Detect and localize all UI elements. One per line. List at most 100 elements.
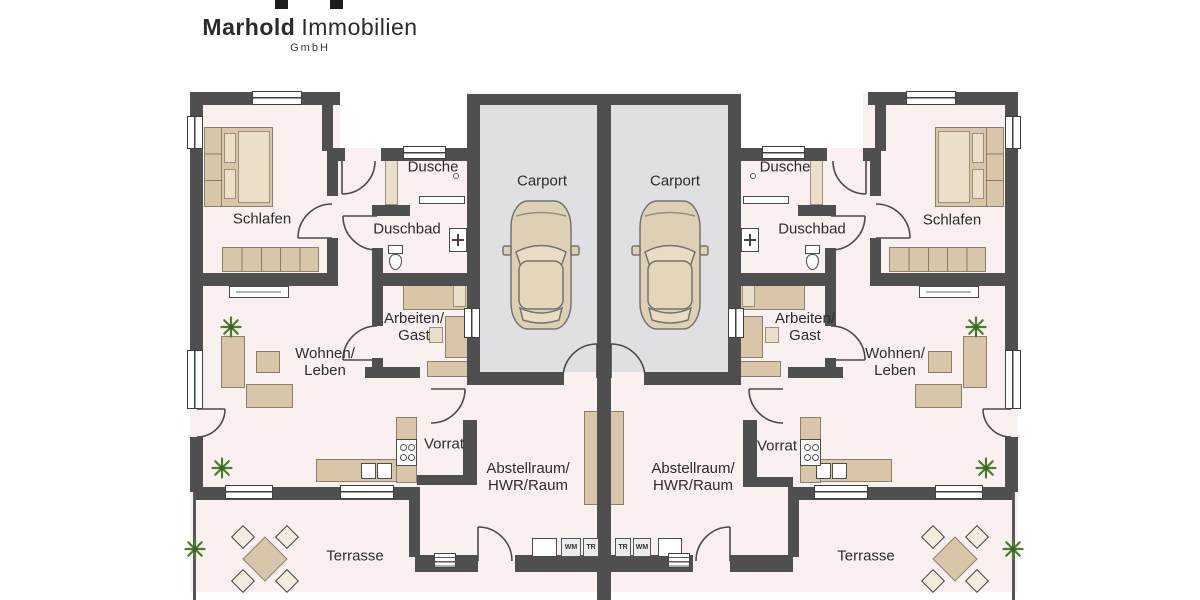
wall — [372, 205, 410, 216]
room-label-terrasse: Terrasse — [326, 547, 384, 565]
window — [187, 350, 203, 409]
window — [906, 91, 956, 105]
wall — [467, 94, 480, 385]
room-label-carport: Carport — [649, 172, 701, 190]
window — [814, 485, 868, 499]
window — [762, 146, 805, 159]
sink — [361, 463, 376, 479]
wall — [741, 273, 836, 286]
window — [187, 116, 203, 149]
shower-tray-icon — [449, 228, 467, 252]
sofa — [221, 336, 245, 388]
carport-floor-right — [611, 105, 728, 372]
wall — [190, 273, 336, 286]
room-label-arbeiten_gast: Arbeiten/ Gast — [383, 309, 445, 344]
room-label-schlafen: Schlafen — [232, 210, 292, 228]
sofa — [963, 336, 987, 388]
wall — [644, 372, 741, 385]
wall — [863, 148, 875, 161]
logo-mark-right-bar — [330, 0, 343, 9]
stove-burner-icon — [408, 454, 415, 461]
wall — [417, 475, 465, 485]
wall — [825, 358, 836, 378]
stove-burner-icon — [804, 444, 811, 451]
window — [1005, 350, 1021, 409]
stove-burner-icon — [804, 454, 811, 461]
coffee-table — [256, 351, 280, 373]
window — [340, 485, 394, 499]
room-label-dusche: Dusche — [407, 158, 459, 176]
shower-tray-icon — [741, 228, 759, 252]
wardrobe — [986, 127, 1004, 207]
wall — [322, 105, 333, 151]
wall — [409, 498, 420, 557]
room-label-schlafen: Schlafen — [922, 211, 982, 229]
lowboard — [427, 361, 469, 377]
room-label-terrasse: Terrasse — [837, 547, 895, 565]
wm-appliance: WM — [633, 538, 651, 557]
brand-name-bold: Marhold — [202, 14, 296, 40]
room-label-vorrat: Vorrat — [756, 437, 798, 455]
room-label-dusche: Dusche — [759, 158, 811, 176]
wall — [515, 555, 597, 572]
pillow — [224, 133, 236, 163]
wall — [788, 498, 799, 557]
sideboard — [889, 247, 986, 272]
wm-appliance: WM — [561, 538, 581, 557]
window — [728, 308, 744, 338]
logo-mark-left-bar — [275, 0, 288, 9]
room-label-duschbad: Duschbad — [778, 220, 846, 238]
coffee-table — [928, 351, 952, 373]
entry-recess-left — [340, 92, 467, 148]
stove-burner-icon — [812, 444, 819, 451]
wall — [463, 420, 477, 485]
pillow — [224, 169, 236, 199]
wall — [190, 437, 203, 492]
pillow — [972, 169, 984, 199]
pillow — [972, 133, 984, 163]
window — [252, 91, 302, 105]
room-label-wohnen_leben: Wohnen/ Leben — [295, 344, 355, 379]
sofa — [246, 384, 293, 408]
room-label-arbeiten_gast: Arbeiten/ Gast — [774, 309, 836, 344]
wall — [730, 555, 793, 572]
stove — [800, 439, 821, 466]
wall — [875, 105, 886, 151]
stove-burner-icon — [400, 444, 407, 451]
terrace-edge — [193, 492, 196, 600]
duvet — [938, 131, 970, 203]
tv-lowboard — [229, 286, 289, 298]
wall — [1005, 437, 1018, 492]
room-label-abstellraum: Abstellraum/ HWR/Raum — [651, 459, 735, 494]
wall — [728, 94, 741, 385]
shower-door — [810, 159, 823, 205]
wall — [743, 477, 793, 487]
duvet — [238, 131, 270, 203]
sofa — [915, 384, 962, 408]
shower-head-icon — [750, 173, 756, 179]
room-label-vorrat: Vorrat — [423, 435, 465, 453]
shower-door — [385, 159, 398, 205]
tr-appliance: TR — [615, 538, 631, 557]
wall — [872, 273, 1018, 286]
stove — [396, 439, 417, 466]
window — [225, 485, 273, 499]
window — [935, 485, 983, 499]
terrace-edge — [1012, 492, 1015, 600]
stove-burner-icon — [408, 444, 415, 451]
wall — [372, 273, 467, 286]
washbasin — [743, 196, 789, 204]
wall — [372, 358, 383, 378]
entry-recess-right — [741, 92, 863, 148]
wall — [743, 420, 757, 483]
stove-burner-icon — [812, 454, 819, 461]
lowboard — [739, 361, 781, 377]
window — [1005, 116, 1021, 149]
sink — [832, 463, 847, 479]
cabinet — [584, 411, 598, 505]
brand-name-regular: Immobilien — [301, 14, 418, 40]
brand-suffix: GmbH — [290, 42, 330, 54]
room-label-carport: Carport — [516, 172, 568, 190]
